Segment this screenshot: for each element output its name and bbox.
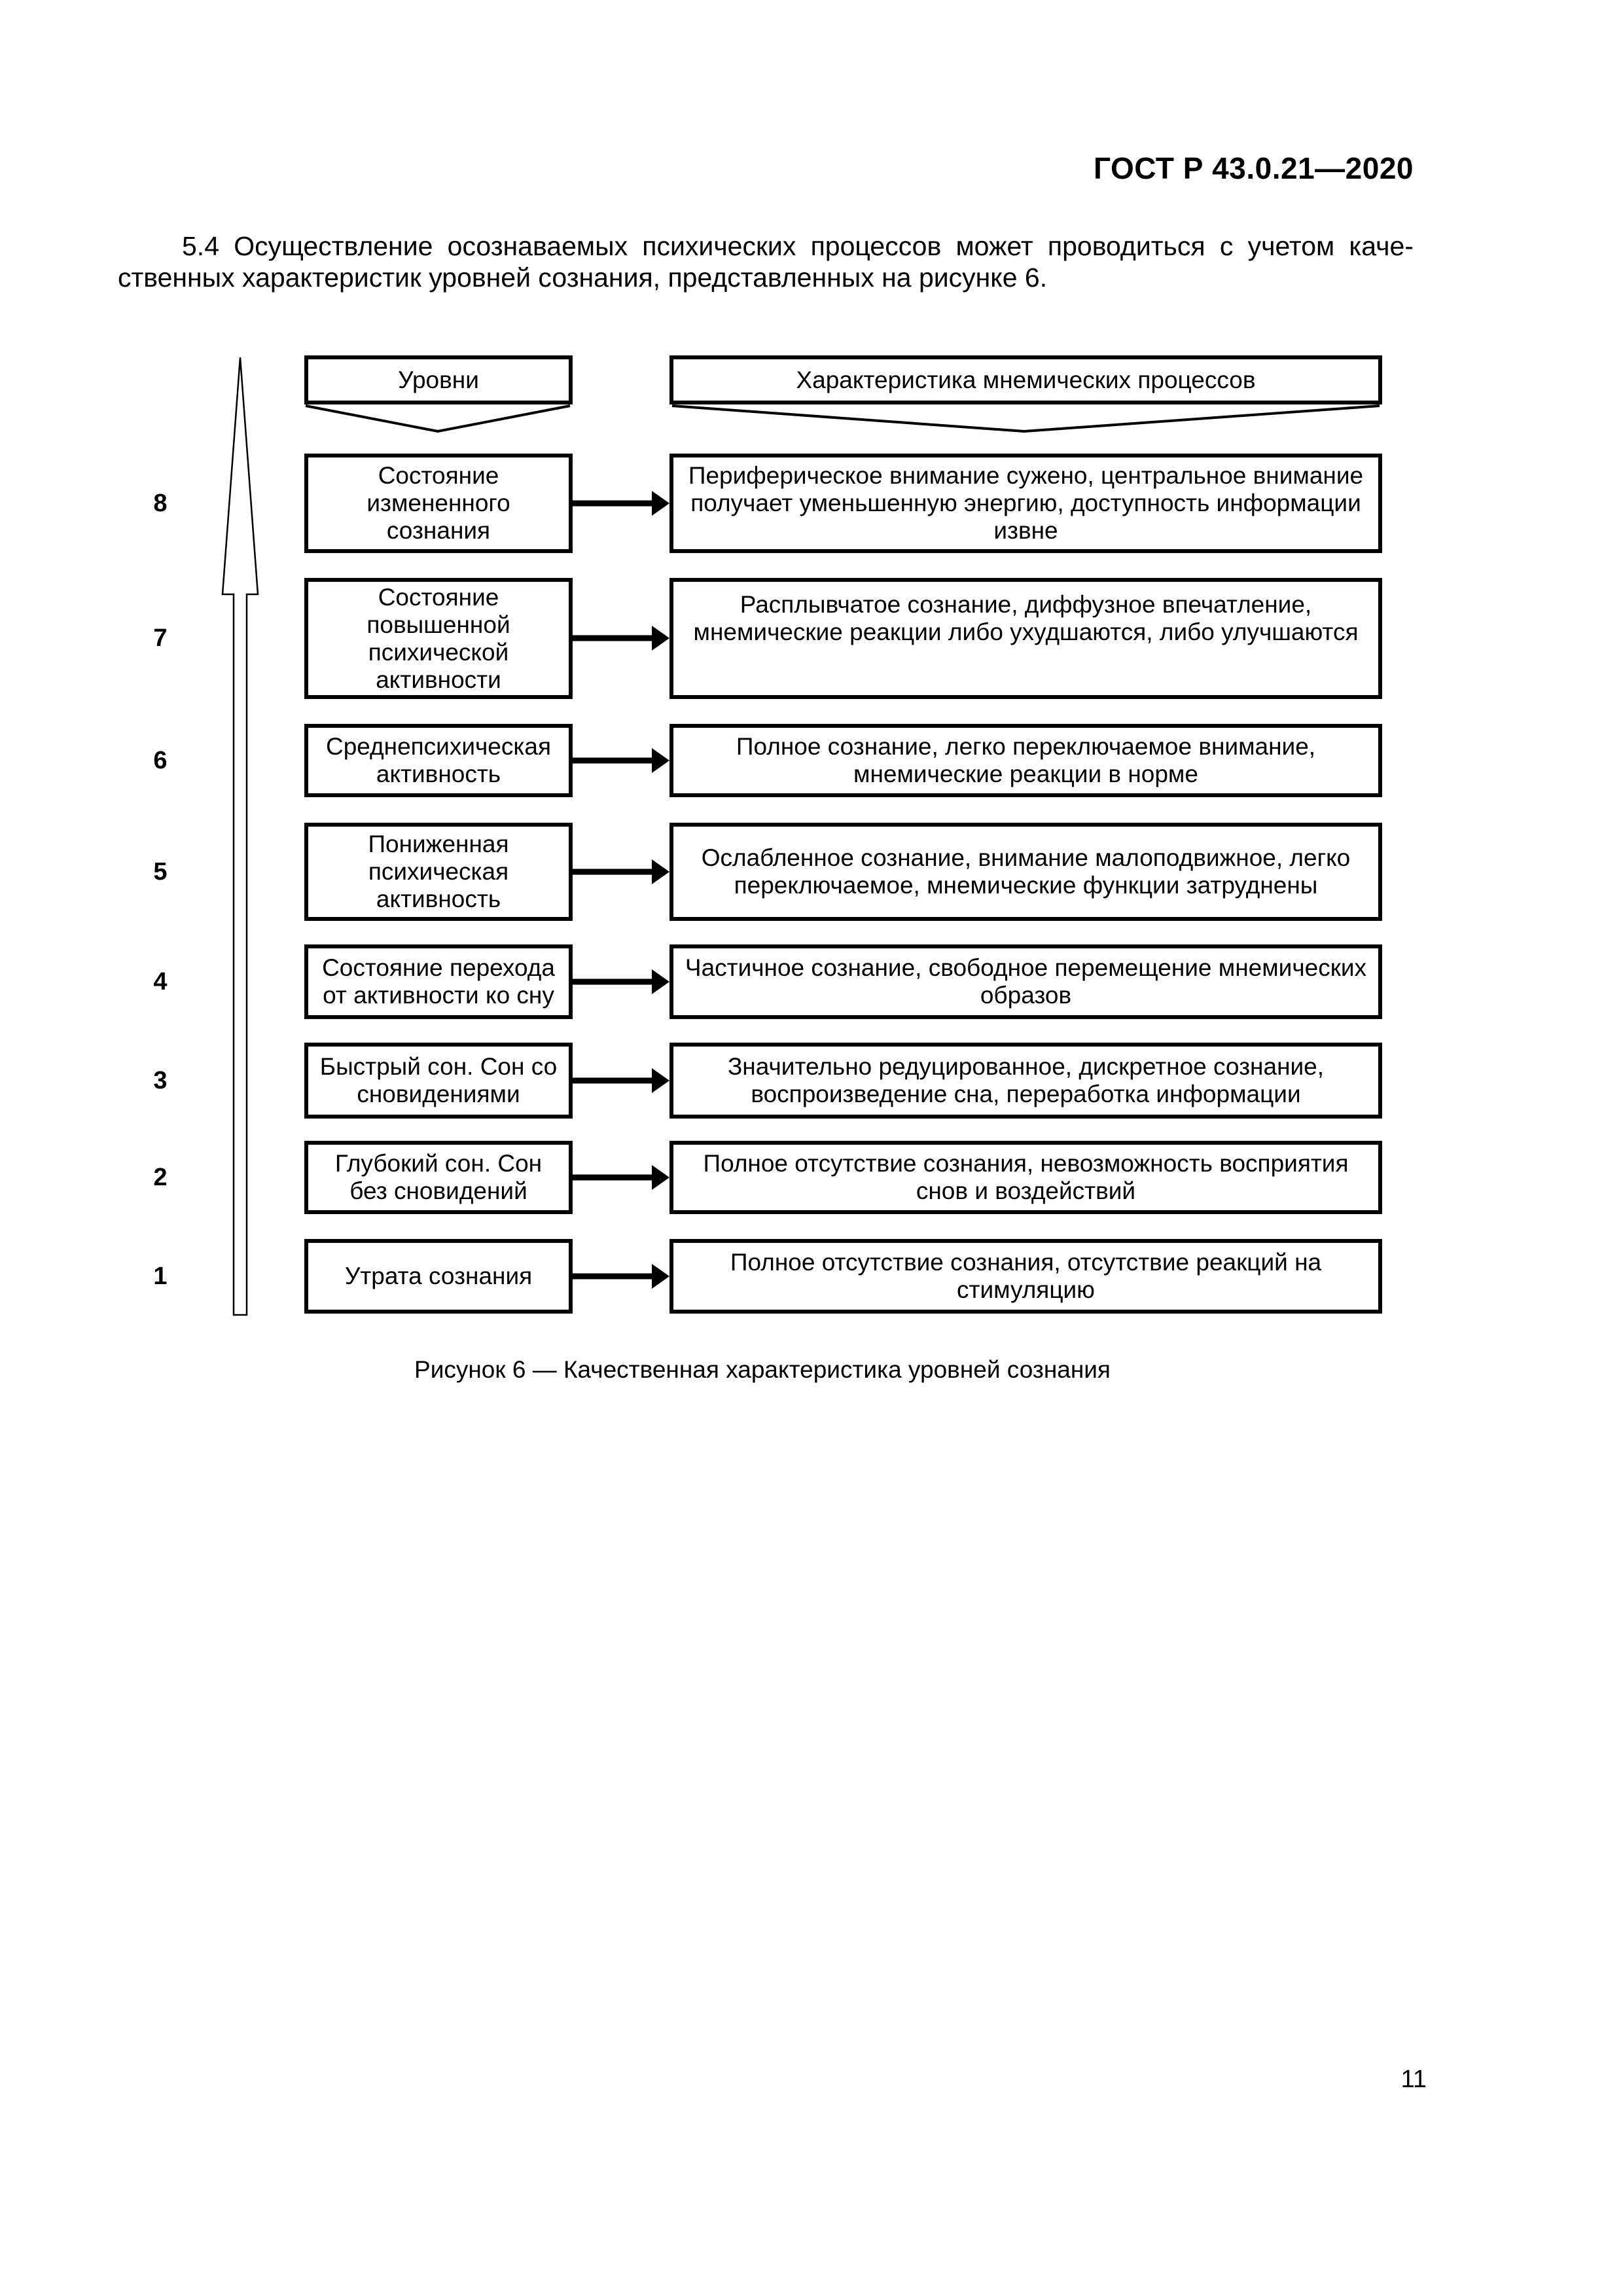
- level-name: Глубокий сон. Сон без сновидений: [334, 1150, 543, 1204]
- level-label: 8: [153, 490, 168, 517]
- up-arrow-icon: [221, 357, 259, 1316]
- level-description: Ослабленное сознание, внимание малоподви…: [701, 844, 1351, 899]
- level-name: Состояние перехода от активности ко сну: [322, 954, 555, 1009]
- column-header-label: Характеристика мнемических процессов: [796, 366, 1256, 393]
- right-arrow-icon: [573, 748, 669, 773]
- level-description: Полное отсутствие сознания, невозможност…: [703, 1150, 1349, 1204]
- paragraph-line: 5.4 Осуществление осознаваемых психическ…: [182, 231, 1414, 261]
- figure-6-diagram: 8 7 6 5 4 3 2 1 Уровни Характеристика мн…: [153, 355, 1382, 1316]
- level-name: Состояние измененного сознания: [366, 462, 510, 544]
- figure-caption: Рисунок 6 — Качественная характеристика …: [414, 1356, 1111, 1383]
- right-arrow-icon: [573, 969, 669, 994]
- level-name-box: Пониженная психическая активность: [304, 823, 573, 921]
- level-description: Полное сознание, легко переключаемое вни…: [736, 733, 1316, 787]
- level-description-box: Полное сознание, легко переключаемое вни…: [669, 724, 1382, 797]
- column-header-levels: Уровни: [304, 355, 573, 404]
- right-arrow-icon: [573, 1165, 669, 1190]
- level-description: Расплывчатое сознание, диффузное впечатл…: [693, 591, 1359, 645]
- level-name-box: Среднепсихическая активность: [304, 724, 573, 797]
- right-arrow-icon: [573, 859, 669, 884]
- level-description: Периферическое внимание сужено, централь…: [688, 462, 1364, 544]
- column-header-characteristics: Характеристика мнемических процессов: [669, 355, 1382, 404]
- right-arrow-icon: [573, 1068, 669, 1093]
- level-label: 1: [153, 1263, 168, 1290]
- page-number: 11: [1400, 2066, 1427, 2093]
- level-description-box: Ослабленное сознание, внимание малоподви…: [669, 823, 1382, 921]
- level-name-box: Глубокий сон. Сон без сновидений: [304, 1141, 573, 1214]
- level-label: 4: [153, 968, 168, 996]
- chevron-down-icon: [305, 404, 571, 433]
- level-description-box: Значительно редуцированное, дискретное с…: [669, 1043, 1382, 1119]
- column-header-label: Уровни: [398, 366, 479, 393]
- level-description: Частичное сознание, свободное перемещени…: [685, 954, 1367, 1009]
- paragraph-line: ственных характеристик уровней сознания,…: [118, 262, 1048, 293]
- level-name: Пониженная психическая активность: [368, 831, 509, 912]
- level-description: Полное отсутствие сознания, отсутствие р…: [730, 1249, 1322, 1303]
- paragraph-5-4: 5.4 Осуществление осознаваемых психическ…: [118, 230, 1414, 293]
- level-name-box: Состояние повышенной психической активно…: [304, 578, 573, 699]
- level-label: 7: [153, 624, 168, 652]
- level-name: Утрата сознания: [344, 1263, 533, 1289]
- level-description-box: Расплывчатое сознание, диффузное впечатл…: [669, 578, 1382, 699]
- level-description-box: Полное отсутствие сознания, невозможност…: [669, 1141, 1382, 1214]
- level-label: 6: [153, 747, 168, 774]
- right-arrow-icon: [573, 491, 669, 516]
- level-description-box: Периферическое внимание сужено, централь…: [669, 454, 1382, 553]
- level-label: 2: [153, 1164, 168, 1191]
- level-label: 3: [153, 1067, 168, 1094]
- right-arrow-icon: [573, 626, 669, 651]
- level-name-box: Быстрый сон. Сон со сновидениями: [304, 1043, 573, 1119]
- level-label: 5: [153, 858, 168, 886]
- level-name-box: Состояние перехода от активности ко сну: [304, 944, 573, 1019]
- level-name: Среднепсихическая активность: [325, 733, 551, 787]
- level-description-box: Полное отсутствие сознания, отсутствие р…: [669, 1239, 1382, 1314]
- level-name-box: Утрата сознания: [304, 1239, 573, 1314]
- level-name: Состояние повышенной психической активно…: [366, 583, 510, 693]
- level-name-box: Состояние измененного сознания: [304, 454, 573, 553]
- right-arrow-icon: [573, 1264, 669, 1289]
- chevron-down-icon: [671, 404, 1380, 433]
- document-number: ГОСТ Р 43.0.21—2020: [1094, 151, 1414, 185]
- level-description: Значительно редуцированное, дискретное с…: [727, 1053, 1325, 1107]
- level-name: Быстрый сон. Сон со сновидениями: [319, 1053, 558, 1107]
- level-description-box: Частичное сознание, свободное перемещени…: [669, 944, 1382, 1019]
